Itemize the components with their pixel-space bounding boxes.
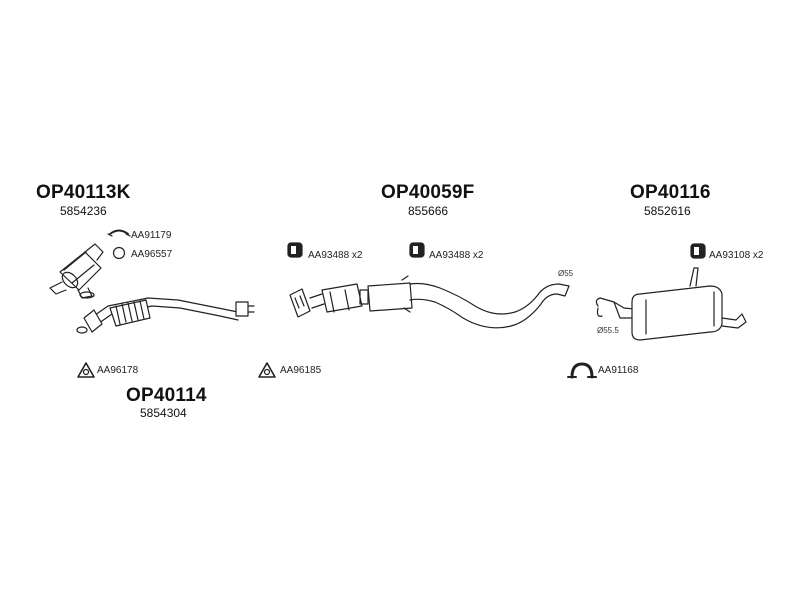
part-label-aa96185: AA96185 [280,365,322,376]
part-label-aa91179: AA91179 [131,230,172,241]
catalytic-converter-front-icon [49,243,104,299]
assembly-code-op40116: OP40116 [630,182,711,203]
diameter-label-55-5: Ø55.5 [597,326,619,335]
front-pipe-icon [76,297,255,334]
centre-pipe-icon [289,275,570,329]
assembly-code-op40113k: OP40113K [36,182,131,203]
part-label-aa91168: AA91168 [598,365,639,376]
flange-gasket-icon [77,362,95,378]
part-label-aa93488-a: AA93488 x2 [308,250,363,261]
assembly-ref-op40059f: 855666 [408,204,449,218]
assembly-ref-op40113k: 5854236 [60,204,107,218]
diameter-label-55: Ø55 [558,269,574,278]
rubber-hanger-icon [287,242,303,258]
assembly-code-op40114: OP40114 [126,385,207,406]
rear-silencer-icon [595,267,747,341]
assembly-ref-op40116: 5852616 [644,204,691,218]
assembly-ref-op40114: 5854304 [140,406,187,420]
part-label-aa96178: AA96178 [97,365,139,376]
clamp-icon [107,229,131,237]
part-label-aa93108: AA93108 x2 [709,250,764,261]
pipe-clamp-icon [567,362,597,379]
rubber-hanger-icon [690,243,706,259]
gasket-ring-icon [112,246,126,260]
flange-gasket-icon [258,362,276,378]
part-label-aa93488-b: AA93488 x2 [429,250,484,261]
rubber-hanger-icon [409,242,425,258]
part-label-aa96557: AA96557 [131,249,173,260]
assembly-code-op40059f: OP40059F [381,182,475,203]
